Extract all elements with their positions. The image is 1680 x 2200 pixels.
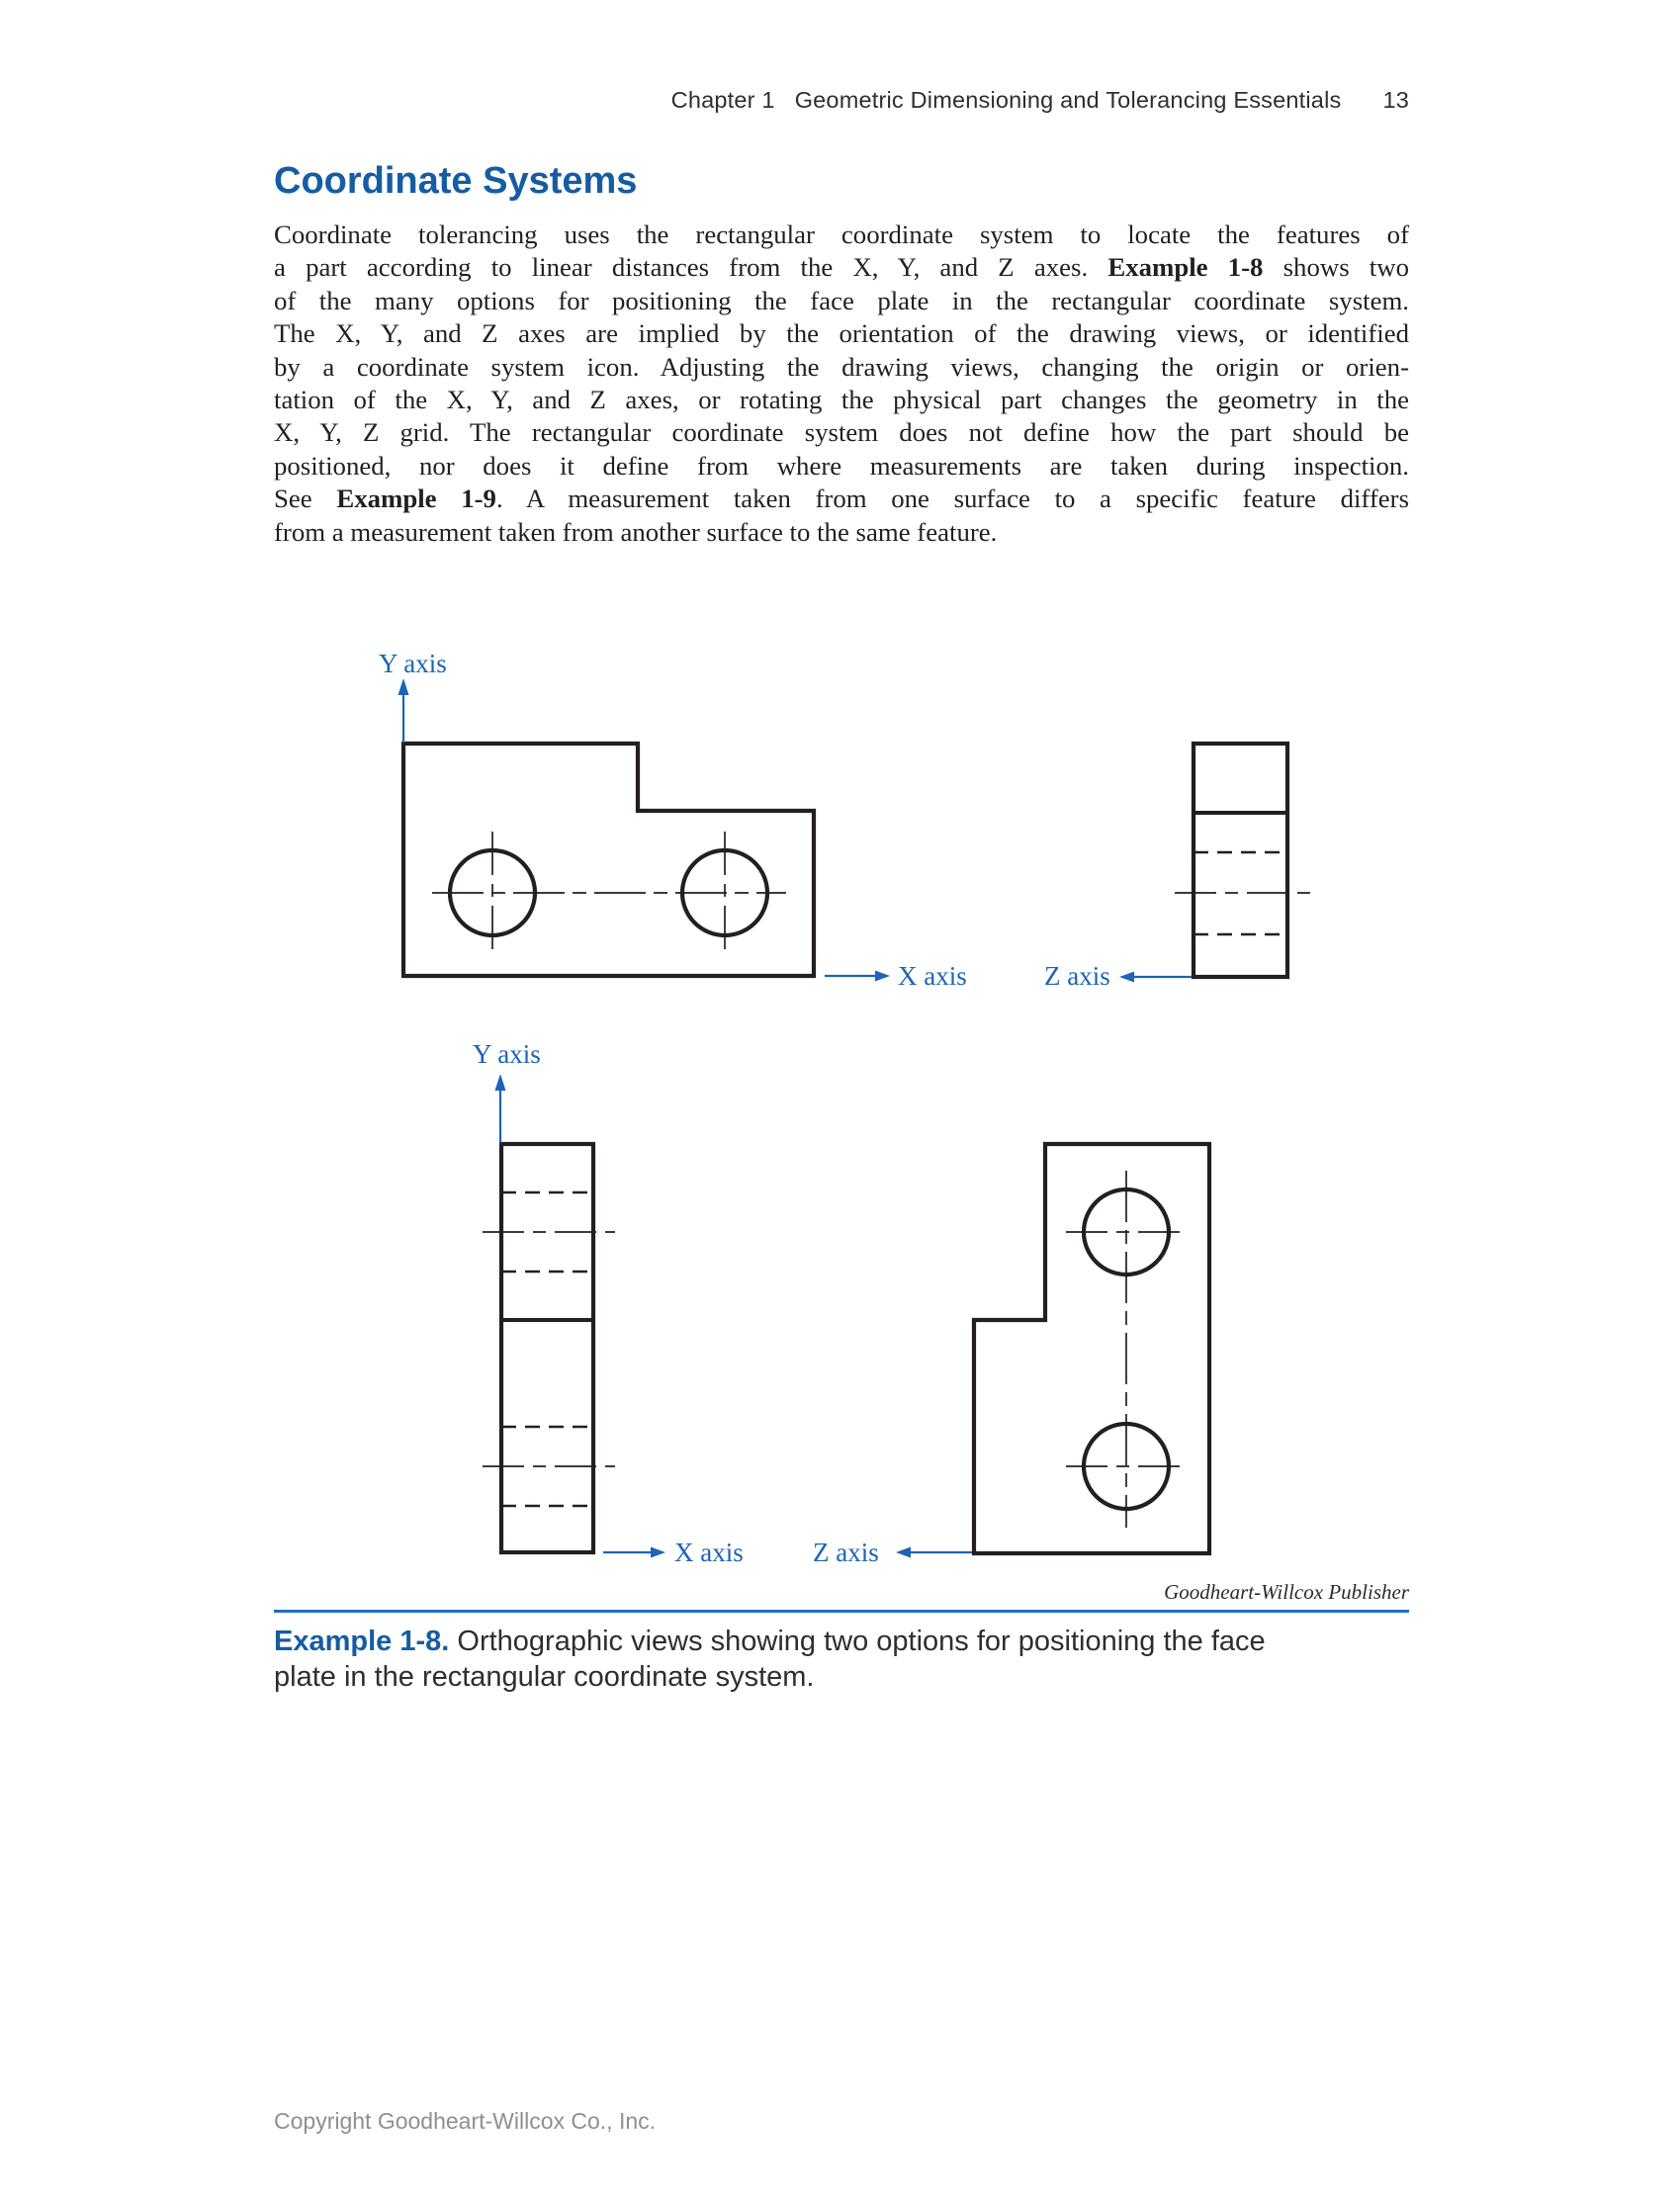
hole-right-circle [679,847,770,938]
side-view-bottom [483,1141,615,1555]
hole-left-circle [447,847,538,938]
z-axis-label-top: Z axis [1044,961,1110,991]
paragraph-line: Coordinate tolerancing uses the rectangu… [274,219,1409,251]
paragraph-line: from a measurement taken from another su… [274,516,1409,549]
paragraph-line: positioned, nor does it define from wher… [274,450,1409,483]
text-segment: tation of the X, Y, and Z axes, or rotat… [274,385,1409,415]
text-segment: X, Y, Z grid. The rectangular coordinate… [274,417,1409,448]
front-view-outline [971,1141,1212,1556]
side-view-outline [1191,741,1290,980]
page-number: 13 [1382,87,1409,113]
caption-example-label: Example 1-8. [274,1626,450,1657]
paragraph-line: X, Y, Z grid. The rectangular coordinate… [274,416,1409,449]
side-view-top [1175,741,1313,980]
figure-credit: Goodheart-Willcox Publisher [1164,1580,1409,1604]
x-axis-arrow-top: X axis [825,961,967,991]
arrow-left-icon [1119,971,1134,983]
text-segment: by a coordinate system icon. Adjusting t… [274,351,1409,382]
paragraph-line: The X, Y, and Z axes are implied by the … [274,317,1409,350]
text-segment: Coordinate tolerancing uses the rectangu… [274,220,1409,249]
arrow-up-icon [398,678,409,695]
paragraph-line: a part according to linear distances fro… [274,251,1409,284]
z-axis-label-bottom: Z axis [813,1538,879,1567]
arrow-left-icon [896,1546,911,1558]
text-segment: Example 1-9 [336,484,496,514]
z-axis-arrow-top: Z axis [1044,961,1192,991]
text-segment: shows two [1263,252,1409,283]
x-axis-label-bottom: X axis [674,1538,744,1567]
text-segment: of the many options for positioning the … [274,285,1409,315]
side-view-outline [498,1141,596,1555]
y-axis-label-top: Y axis [379,649,447,678]
text-segment: The X, Y, and Z axes are implied by the … [274,318,1409,349]
caption-rule [274,1610,1409,1613]
arrow-right-icon [875,970,890,982]
paragraph-line: of the many options for positioning the … [274,285,1409,317]
x-axis-label-top: X axis [898,961,967,991]
footer-copyright: Copyright Goodheart-Willcox Co., Inc. [274,2108,657,2134]
paragraph-line: See Example 1-9. A measurement taken fro… [274,483,1409,515]
text-segment: from a measurement taken from another su… [274,516,998,547]
figure-caption: Example 1-8. Orthographic views showing … [274,1624,1431,1695]
paragraph-line: by a coordinate system icon. Adjusting t… [274,351,1409,384]
hole-bottom-circle [1081,1421,1172,1512]
arrow-right-icon [651,1546,665,1558]
section-heading: Coordinate Systems [274,160,638,202]
y-axis-arrow-top: Y axis [379,649,447,743]
paragraph-line: tation of the X, Y, and Z axes, or rotat… [274,384,1409,416]
text-segment: positioned, nor does it define from wher… [274,450,1409,481]
front-view-outline [400,741,817,979]
text-segment: Example 1-8 [1107,252,1264,283]
hole-top-circle [1081,1187,1172,1277]
caption-line: plate in the rectangular coordinate syst… [274,1659,1431,1695]
text-segment: a part according to linear distances fro… [274,252,1108,283]
chapter-title: Geometric Dimensioning and Tolerancing E… [794,87,1342,113]
z-axis-arrow-bottom: Z axis [813,1538,972,1567]
front-view-bottom [971,1141,1212,1556]
text-segment: plate in the rectangular coordinate syst… [274,1661,815,1693]
body-paragraph: Coordinate tolerancing uses the rectangu… [274,219,1409,549]
text-segment: . A measurement taken from one surface t… [495,484,1410,514]
y-axis-arrow-bottom: Y axis [473,1039,541,1143]
caption-line: Example 1-8. Orthographic views showing … [274,1624,1431,1659]
page-header: Chapter 1 Geometric Dimensioning and Tol… [274,87,1409,114]
text-segment: Orthographic views showing two options f… [449,1626,1266,1657]
arrow-up-icon [494,1074,506,1091]
chapter-label: Chapter 1 [670,87,775,113]
text-segment: See [274,484,337,514]
y-axis-label-bottom: Y axis [473,1039,541,1069]
x-axis-arrow-bottom: X axis [603,1538,744,1567]
front-view-top [400,741,817,979]
